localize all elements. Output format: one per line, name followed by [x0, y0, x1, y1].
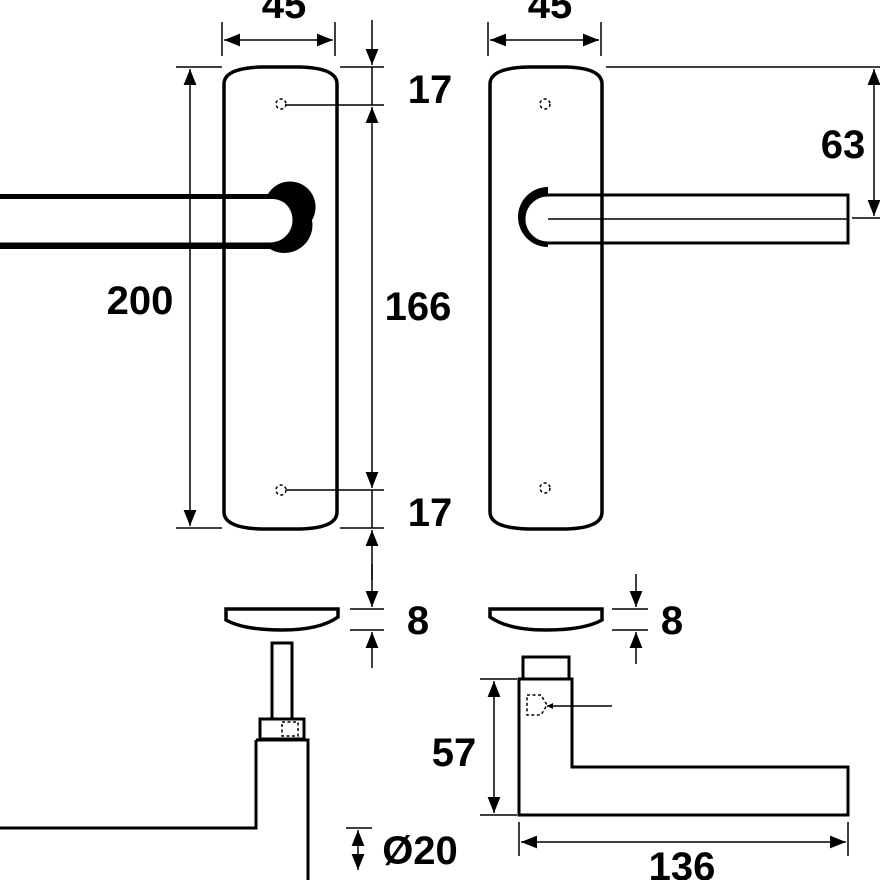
front-rose-profile [224, 607, 340, 632]
back-lever [522, 193, 850, 245]
back-spindle-collar [521, 655, 571, 681]
dim-front-width: 45 [262, 0, 307, 27]
dim-lever-drop: 57 [432, 731, 477, 775]
back-bottom-screw-hole [539, 482, 551, 494]
dim-back-width: 45 [528, 0, 573, 27]
back-backplate [488, 65, 604, 531]
front-lever-side-profile [0, 641, 310, 880]
dim-hole-spacing: 166 [385, 285, 452, 329]
dim-lever-length: 136 [649, 845, 716, 880]
dim-plate-height: 200 [107, 279, 174, 323]
back-lever-boss [518, 187, 548, 247]
front-view [0, 65, 339, 531]
front-top-screw-hole [275, 98, 287, 110]
dim-back-rose-thickness: 8 [661, 599, 683, 643]
dim-front-rose-thickness: 8 [407, 599, 429, 643]
back-view [488, 65, 850, 531]
dimension-lines [176, 20, 880, 870]
back-lever-profile [517, 677, 850, 817]
dim-lever-height: 63 [821, 123, 866, 167]
front-lever-profile [0, 738, 310, 880]
back-lever-side-profile [517, 655, 850, 817]
dim-bottom-hole-offset: 17 [408, 491, 453, 535]
dim-lever-diameter: Ø20 [382, 829, 458, 873]
front-backplate [222, 65, 339, 531]
spindle [270, 641, 294, 721]
back-rose-profile [488, 607, 604, 632]
dim-top-hole-offset: 17 [408, 68, 453, 112]
back-top-screw-hole [539, 98, 551, 110]
